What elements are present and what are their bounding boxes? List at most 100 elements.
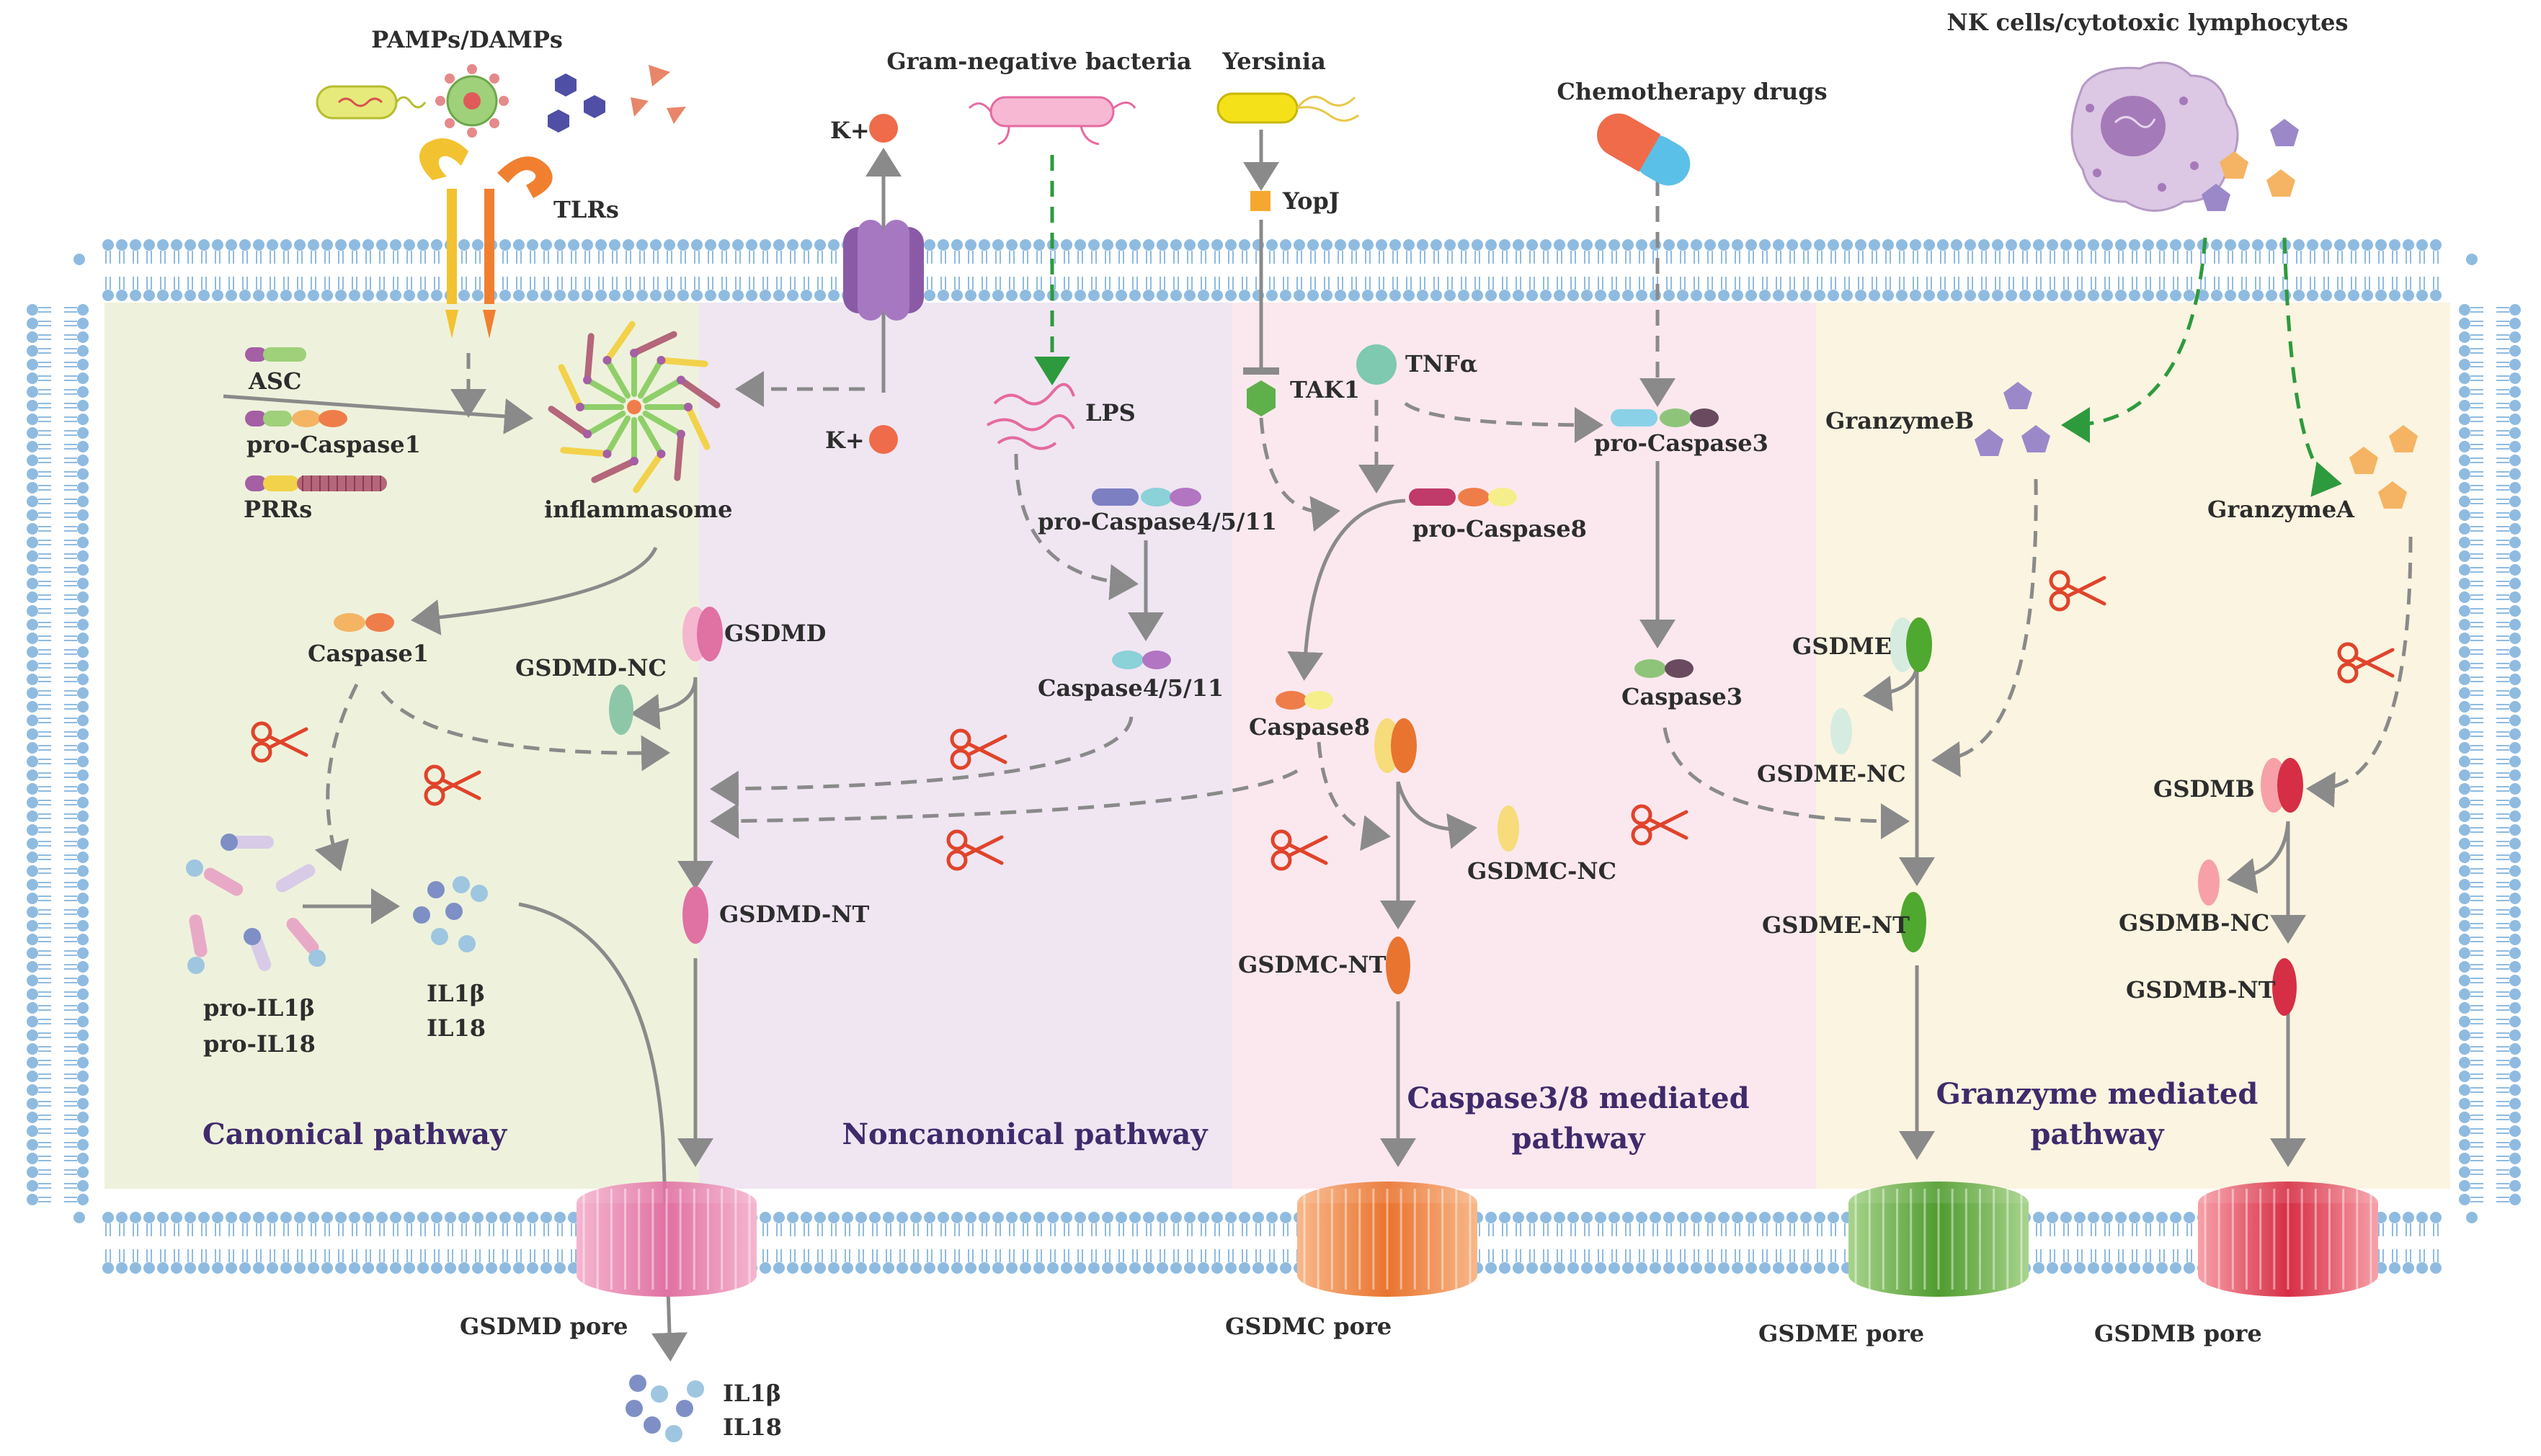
inflammasome-icon: [548, 321, 721, 493]
caspase4511-icon: [1112, 651, 1171, 669]
tlr-receptor-icon: [419, 138, 553, 339]
granzyme-a-molecule: [2389, 425, 2418, 452]
gsdme-label: GSDME: [1792, 633, 1892, 660]
granzyme-a-molecule: [2220, 151, 2248, 179]
gsdmb-nc-icon: [2198, 859, 2220, 906]
pro-caspase3-icon: [1611, 408, 1719, 427]
granzyme-region: [1816, 303, 2450, 1189]
granzyme-pathway-title-line1: Granzyme mediated: [1936, 1077, 2259, 1111]
scissors-icon: [424, 764, 481, 806]
gsdmc-pore-icon: [1297, 1182, 1477, 1297]
caspase8-label: Caspase8: [1249, 713, 1370, 741]
pro-il18-label: pro-IL18: [203, 1030, 316, 1058]
gsdmb-icon: [2261, 758, 2303, 813]
gsdmb-nt-icon: [2272, 958, 2297, 1016]
pro-interleukin-cluster: [186, 834, 326, 974]
virus-icon: [435, 64, 509, 138]
granzyme-a-molecule: [2349, 447, 2378, 474]
gsdmc-nc-label: GSDMC-NC: [1467, 857, 1616, 885]
scissors-icon: [950, 728, 1007, 770]
asc-icon: [245, 347, 306, 362]
gsdmb-pore-icon: [2198, 1182, 2378, 1297]
granzyme-b-molecule: [2202, 184, 2230, 211]
il1b-inside-label: IL1β: [427, 980, 485, 1007]
gsdmb-label: GSDMB: [2153, 775, 2255, 803]
pro-caspase8-icon: [1409, 488, 1517, 506]
gsdmc-pore-label: GSDMC pore: [1225, 1313, 1392, 1340]
stimulus-pamps-label: PAMPs/DAMPs: [371, 26, 563, 53]
gsdmd-label: GSDMD: [724, 620, 826, 647]
gsdme-pore-icon: [1848, 1182, 2029, 1297]
gsdmc-nt-icon: [1386, 937, 1410, 994]
granzyme-b-label: GranzymeB: [1825, 407, 1974, 434]
granzyme-b-molecule: [2270, 119, 2299, 146]
gsdme-nc-icon: [1830, 708, 1852, 754]
caspase1-icon: [334, 613, 394, 632]
labels: PAMPs/DAMPs Gram-negative bacteria Yersi…: [203, 9, 2355, 1441]
pathway-regions: [104, 303, 2450, 1189]
granzyme-b-molecule: [2003, 382, 2032, 409]
caspase3-label: Caspase3: [1621, 683, 1743, 710]
tak1-icon: [1247, 380, 1276, 416]
molecules: [186, 61, 2418, 1442]
k-ion-out: [869, 114, 898, 143]
gsdmd-nt-icon: [682, 886, 708, 944]
gsdmd-nc-label: GSDMD-NC: [515, 654, 667, 682]
pores: [577, 1182, 2378, 1297]
prrs-label: PRRs: [244, 496, 312, 523]
asc-label: ASC: [248, 367, 301, 395]
gsdmb-nt-label: GSDMB-NT: [2126, 976, 2276, 1004]
pro-caspase3-label: pro-Caspase3: [1594, 429, 1768, 457]
prrs-icon: [245, 475, 387, 491]
damp-hexagons-icon: [548, 73, 605, 133]
caspase-pathway-title-line1: Caspase3/8 mediated: [1407, 1081, 1749, 1115]
granzyme-pathway-title-line2: pathway: [2030, 1117, 2165, 1151]
k-in-label: K+: [825, 426, 865, 454]
granzyme-a-molecule: [2266, 169, 2295, 197]
damp-triangles-icon: [631, 65, 686, 124]
scissors-icon: [2049, 570, 2106, 612]
granzyme-a-label: GranzymeA: [2207, 496, 2355, 523]
pro-caspase4511-icon: [1092, 488, 1201, 506]
lps-icon: [986, 383, 1075, 450]
granzyme-b-molecule: [1975, 429, 2003, 456]
scissors-icon: [251, 721, 308, 763]
yopj-label: YopJ: [1282, 187, 1340, 215]
granzyme-b-molecule: [2021, 425, 2050, 452]
inflammasome-label: inflammasome: [544, 496, 732, 523]
il1b-released-label: IL1β: [723, 1380, 781, 1407]
caspase4511-label: Caspase4/5/11: [1038, 674, 1224, 702]
gram-negative-bacterium-icon: [968, 96, 1136, 146]
gsdmc-icon: [1374, 718, 1417, 773]
gsdmd-nc-icon: [609, 684, 633, 735]
gsdme-nt-label: GSDME-NT: [1762, 911, 1910, 939]
canonical-pathway-title: Canonical pathway: [203, 1117, 508, 1151]
gsdmd-pore-label: GSDMD pore: [460, 1313, 628, 1340]
scissors-icon: [1631, 804, 1688, 846]
gsdme-icon: [1890, 617, 1932, 672]
gsdmd-nt-label: GSDMD-NT: [719, 901, 869, 928]
tnfa-label: TNFα: [1405, 350, 1477, 378]
stimulus-chemo-label: Chemotherapy drugs: [1557, 78, 1827, 105]
yopj-icon: [1250, 191, 1270, 211]
stimulus-gram-negative-label: Gram-negative bacteria: [886, 48, 1191, 75]
pro-caspase4511-label: pro-Caspase4/5/11: [1038, 508, 1277, 535]
tlrs-label: TLRs: [553, 196, 619, 223]
gsdmb-nc-label: GSDMB-NC: [2119, 909, 2269, 937]
gsdme-pore-label: GSDME pore: [1758, 1320, 1924, 1347]
il18-inside-label: IL18: [427, 1014, 486, 1042]
bacterium-icon: [316, 85, 427, 120]
caspase3-icon: [1634, 659, 1694, 678]
stimulus-yersinia-label: Yersinia: [1221, 48, 1326, 75]
caspase1-label: Caspase1: [308, 640, 429, 667]
stimulus-nk-label: NK cells/cytotoxic lymphocytes: [1946, 9, 2348, 36]
scissors-icon: [1270, 829, 1328, 871]
interleukin-cluster-inside: [413, 876, 488, 952]
caspase8-icon: [1276, 691, 1333, 710]
gsdmc-nc-icon: [1498, 805, 1519, 852]
pro-caspase1-label: pro-Caspase1: [246, 431, 421, 458]
noncanonical-pathway-title: Noncanonical pathway: [842, 1117, 1209, 1151]
tak1-label: TAK1: [1290, 376, 1360, 403]
caspase-region: [1232, 303, 1816, 1189]
